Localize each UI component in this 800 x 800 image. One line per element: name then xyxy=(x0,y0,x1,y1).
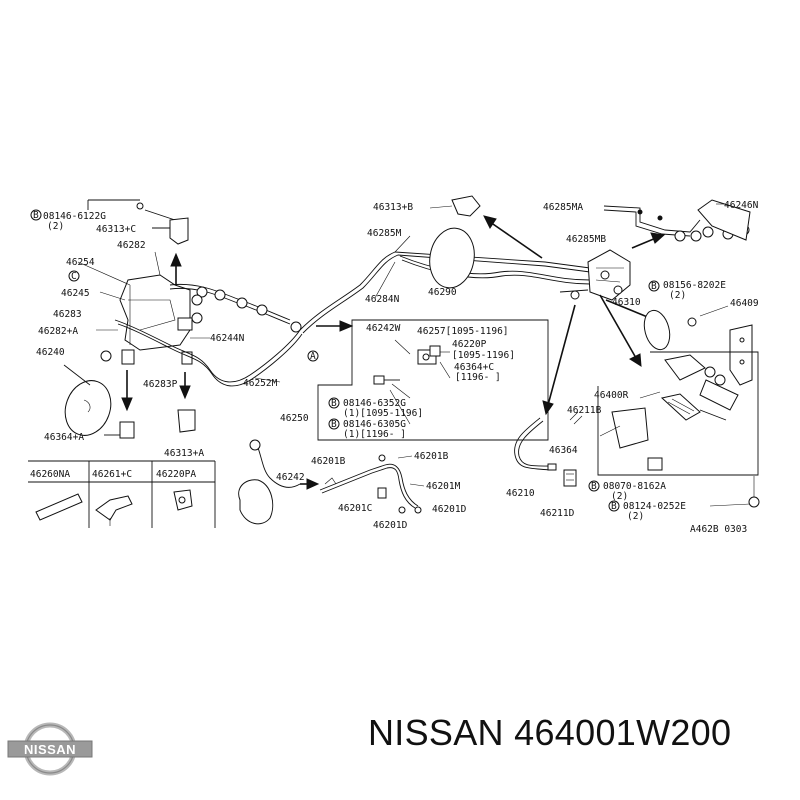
label-46282: 46282 xyxy=(117,240,146,251)
right-middle-assembly: B 08156-8202E (2) 46310 46409 46400R B 0… xyxy=(588,280,760,535)
bolt-icon xyxy=(136,202,144,210)
label-46257: 46257[1095-1196] xyxy=(417,326,509,337)
label-46240: 46240 xyxy=(36,347,65,358)
label-46283p: 46283P xyxy=(143,379,178,390)
label-46282a: 46282+A xyxy=(38,326,78,337)
connection-markers: A xyxy=(307,350,319,362)
label-46210: 46210 xyxy=(506,488,535,499)
label-08146-6122g: 08146-6122G xyxy=(43,211,106,222)
label-46313c: 46313+C xyxy=(96,224,136,235)
label-46285ma: 46285MA xyxy=(543,202,583,213)
label-46211b: 46211B xyxy=(567,405,602,416)
label-08146-6352g: 08146-6352G xyxy=(343,398,406,409)
circle-b-label: B xyxy=(33,210,39,221)
bracket-icon xyxy=(169,217,189,245)
label-46252m: 46252M xyxy=(243,378,278,389)
label-46290: 46290 xyxy=(428,287,457,298)
label-46313b: 46313+B xyxy=(373,202,413,213)
inset-box-center: 46242W 46257[1095-1196] 46220P [1095-119… xyxy=(316,319,549,441)
nissan-logo: NISSAN xyxy=(7,722,93,776)
right-top-assembly: 46285MA 46246N 46285MB xyxy=(543,199,759,245)
label-46313a: 46313+A xyxy=(164,448,204,459)
label-46246n: 46246N xyxy=(724,200,759,211)
label-qty: (2) xyxy=(669,290,686,301)
label-46283: 46283 xyxy=(53,309,82,320)
label-date-range-1: [1095-1196] xyxy=(452,350,515,361)
clip-icon xyxy=(121,349,135,365)
label-46409: 46409 xyxy=(730,298,759,309)
label-46244n: 46244N xyxy=(210,333,245,344)
bracket-icon xyxy=(697,199,751,241)
label-46245: 46245 xyxy=(61,288,90,299)
dust-cover-icon xyxy=(429,227,475,289)
bracket-icon xyxy=(95,495,133,521)
label-46260na: 46260NA xyxy=(30,469,70,480)
label-46310: 46310 xyxy=(612,297,641,308)
circle-b-label: B xyxy=(331,419,337,430)
label-46201b: 46201B xyxy=(311,456,346,467)
label-46242: 46242 xyxy=(276,472,305,483)
circle-b-label: B xyxy=(611,501,617,512)
label-46364c: 46364+C xyxy=(454,362,494,373)
parts-table: 46260NA 46261+C 46220PA xyxy=(28,460,216,528)
circle-c-label: C xyxy=(71,271,77,282)
abs-bracket-icon xyxy=(119,274,191,351)
label-46242w: 46242W xyxy=(366,323,401,334)
label-46364a: 46364+A xyxy=(44,432,84,443)
label-46201b: 46201B xyxy=(414,451,449,462)
circle-b-label: B xyxy=(591,481,597,492)
label-qty: (2) xyxy=(47,221,64,232)
brand-name: NISSAN xyxy=(368,712,504,753)
center-labels: 46313+B 46285M 46290 46284N 46252M 46250 xyxy=(243,202,457,424)
circle-a-label: A xyxy=(310,351,316,362)
part-number: 464001W200 xyxy=(514,712,732,753)
label-qty: (2) xyxy=(627,511,644,522)
label-date-range-2: [1196- ] xyxy=(455,372,501,383)
plate-icon xyxy=(35,493,83,521)
label-46364: 46364 xyxy=(549,445,578,456)
label-46201m: 46201M xyxy=(426,481,461,492)
dust-cover-icon xyxy=(238,479,274,525)
label-46284n: 46284N xyxy=(365,294,400,305)
label-46201d: 46201D xyxy=(373,520,408,531)
part-caption: NISSAN 464001W200 xyxy=(368,712,731,754)
diagram-reference-code: A462B 0303 xyxy=(690,524,747,535)
label-46254: 46254 xyxy=(66,257,95,268)
left-assembly xyxy=(63,199,303,439)
label-qty-range-1: (1)[1095-1196] xyxy=(343,408,423,419)
left-labels: B 08146-6122G (2) 46313+C 46282 46254 C … xyxy=(30,209,245,459)
lower-center-assembly: 46242 46201B 46201B 46201M 46201C 46201D… xyxy=(238,439,467,531)
label-qty: (2) xyxy=(611,491,628,502)
label-46261c: 46261+C xyxy=(92,469,132,480)
label-46201c: 46201C xyxy=(338,503,372,514)
logo-text: NISSAN xyxy=(24,742,76,757)
label-08124-0252e: 08124-0252E xyxy=(623,501,686,512)
label-08070-8162a: 08070-8162A xyxy=(603,481,666,492)
label-46211d: 46211D xyxy=(540,508,575,519)
label-46201d: 46201D xyxy=(432,504,467,515)
center-assembly xyxy=(254,195,671,416)
label-46285mb: 46285MB xyxy=(566,234,606,245)
label-08146-6305g: 08146-6305G xyxy=(343,419,406,430)
label-08156-8202e: 08156-8202E xyxy=(663,280,726,291)
label-qty-range-2: (1)[1196- ] xyxy=(343,429,406,440)
hose-assembly: 46211B 46364 46210 46211D xyxy=(506,405,602,519)
label-46250: 46250 xyxy=(280,413,309,424)
label-46285m: 46285M xyxy=(367,228,402,239)
circle-b-label: B xyxy=(331,398,337,409)
label-46400r: 46400R xyxy=(594,390,629,401)
label-46220p: 46220P xyxy=(452,339,487,350)
circle-b-label: B xyxy=(651,281,657,292)
dust-cover-icon xyxy=(64,380,112,436)
label-46220pa: 46220PA xyxy=(156,469,196,480)
